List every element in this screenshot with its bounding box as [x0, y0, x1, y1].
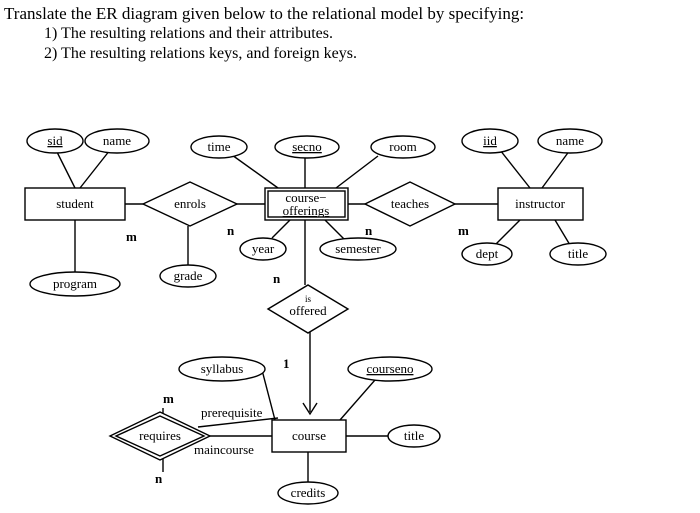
cardinality-isoffered-course: 1: [283, 356, 290, 371]
line-dept-instructor: [494, 219, 521, 246]
relationship-is-offered-label-2: offered: [289, 303, 327, 318]
attribute-dept-label: dept: [476, 246, 499, 261]
relationship-enrols-label: enrols: [174, 196, 206, 211]
attribute-instructor-title: title: [549, 242, 607, 266]
line-semester-offerings: [324, 219, 346, 241]
relationship-requires-label: requires: [139, 428, 181, 443]
item-text: The resulting relations and their attrib…: [61, 25, 333, 42]
cardinality-enrols-offerings: n: [227, 223, 235, 238]
line-ititle-instructor: [554, 219, 571, 246]
entity-student: student: [24, 187, 126, 221]
cardinality-requires-top: m: [163, 391, 174, 406]
question-item-1: 1) The resulting relations and their att…: [40, 24, 694, 44]
cardinality-teaches-instructor: m: [458, 223, 469, 238]
line-year-offerings: [271, 219, 291, 239]
cardinality-student-enrols: m: [126, 229, 137, 244]
attribute-semester-label: semester: [335, 241, 381, 256]
attribute-iid: iid: [461, 128, 519, 154]
attribute-time-label: time: [207, 139, 230, 154]
attribute-course-title-label: title: [404, 428, 424, 443]
attribute-instructor-title-label: title: [568, 246, 588, 261]
attribute-room-label: room: [389, 139, 416, 154]
relationship-enrols: enrols: [141, 181, 239, 227]
attribute-program-label: program: [53, 276, 97, 291]
attribute-credits-label: credits: [291, 485, 326, 500]
cardinality-offerings-teaches: n: [365, 223, 373, 238]
item-number: 2): [44, 45, 58, 62]
line-time-offerings: [231, 154, 279, 189]
line-requires-prerequisite: [197, 417, 279, 428]
attribute-year: year: [239, 237, 287, 261]
relationship-is-offered-label-1: is: [305, 294, 312, 304]
attribute-student-name: name: [84, 128, 150, 154]
line-courseno-course: [339, 379, 376, 421]
role-prerequisite-label: prerequisite: [201, 405, 263, 420]
entity-instructor-label: instructor: [515, 196, 565, 211]
attribute-iid-label: iid: [483, 133, 497, 148]
attribute-grade: grade: [159, 264, 217, 288]
attribute-grade-label: grade: [174, 268, 203, 283]
attribute-dept: dept: [461, 242, 513, 266]
attribute-syllabus: syllabus: [178, 356, 266, 382]
connector-lines: [54, 147, 571, 482]
line-sid-student: [54, 147, 76, 189]
line-iid-instructor: [499, 149, 531, 189]
attribute-sid: sid: [26, 128, 84, 154]
attribute-secno: secno: [274, 135, 340, 159]
line-iname-instructor: [541, 149, 571, 189]
item-text: The resulting relations keys, and foreig…: [61, 45, 357, 62]
entity-course-offerings: course− offerings: [264, 187, 349, 221]
line-name-student: [79, 149, 111, 189]
entity-instructor: instructor: [497, 187, 584, 221]
attribute-student-name-label: name: [103, 133, 131, 148]
attribute-syllabus-label: syllabus: [201, 361, 244, 376]
relationship-is-offered: is offered: [266, 284, 350, 334]
relationship-requires: requires: [108, 411, 212, 461]
entity-course-offerings-label-2: offerings: [283, 203, 330, 218]
entity-course: course: [271, 419, 347, 453]
attribute-instructor-name-label: name: [556, 133, 584, 148]
attribute-courseno: courseno: [347, 356, 433, 382]
attribute-semester: semester: [319, 237, 397, 261]
entity-student-label: student: [56, 196, 94, 211]
attribute-room: room: [370, 135, 436, 159]
attribute-courseno-label: courseno: [367, 361, 414, 376]
attribute-instructor-name: name: [537, 128, 603, 154]
attribute-year-label: year: [252, 241, 275, 256]
entity-course-label: course: [292, 428, 326, 443]
attribute-program: program: [29, 271, 121, 297]
cardinality-requires-bottom: n: [155, 471, 163, 486]
attribute-credits: credits: [277, 481, 339, 505]
entity-course-offerings-label-1: course−: [285, 190, 326, 205]
attribute-time: time: [190, 135, 248, 159]
arrow-head-course: [302, 402, 318, 416]
relationship-teaches: teaches: [363, 181, 457, 227]
role-maincourse-label: maincourse: [194, 442, 254, 457]
line-syllabus-course: [261, 369, 276, 421]
attribute-sid-label: sid: [47, 133, 63, 148]
relationship-teaches-label: teaches: [391, 196, 429, 211]
attribute-secno-label: secno: [292, 139, 322, 154]
cardinality-offerings-isoffered: n: [273, 271, 281, 286]
question-title: Translate the ER diagram given below to …: [4, 4, 525, 23]
item-number: 1): [44, 25, 58, 42]
line-room-offerings: [335, 155, 379, 189]
question-item-2: 2) The resulting relations keys, and for…: [40, 44, 694, 64]
question-list: 1) The resulting relations and their att…: [4, 24, 694, 64]
question-text: Translate the ER diagram given below to …: [4, 4, 694, 64]
attribute-course-title: title: [387, 424, 441, 448]
